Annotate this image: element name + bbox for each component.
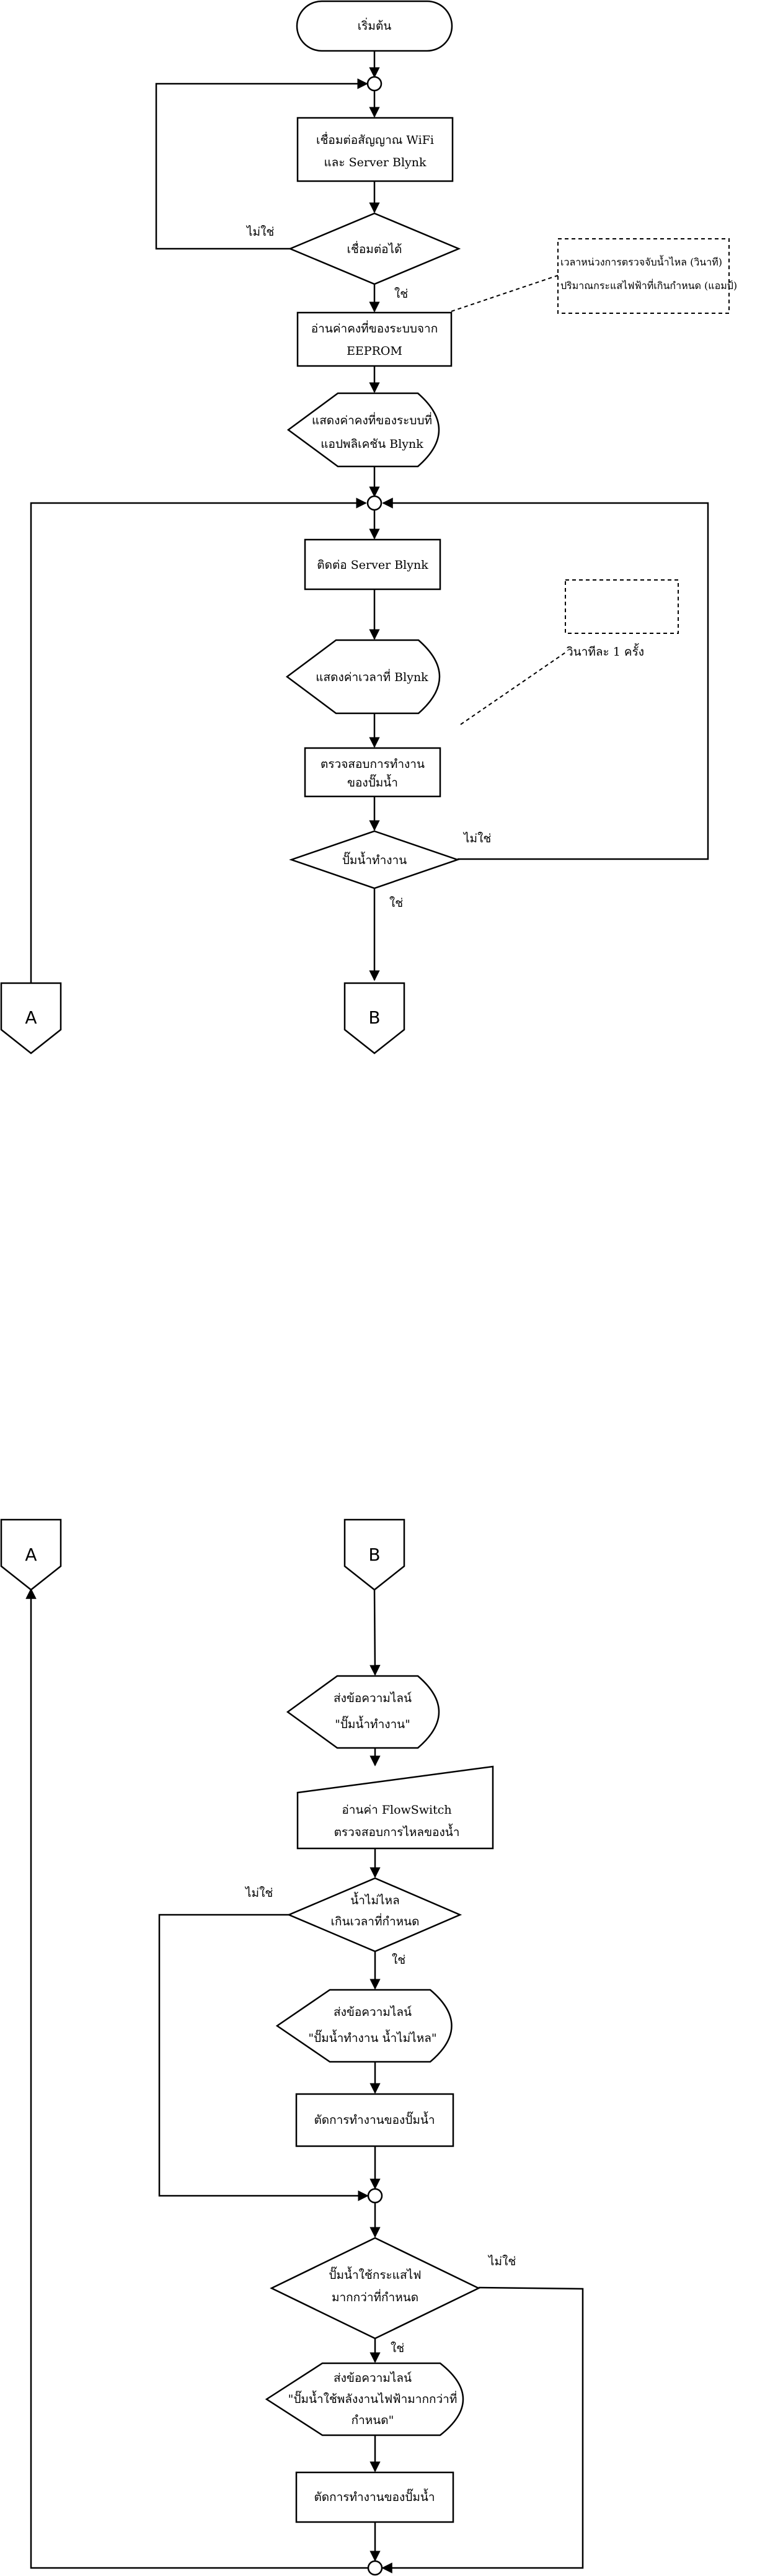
no-flow-yes-label: ใช่	[392, 1953, 405, 1967]
show-time-display	[285, 639, 441, 715]
connector-b-top-label: B	[368, 1007, 380, 1028]
read-flowswitch-input	[296, 1765, 494, 1850]
connector-b-bottom-label: B	[368, 1544, 380, 1565]
send-line-no-flow-label-1: ส่งข้อความไลน์	[334, 2005, 412, 2019]
start-label: เริ่มต้น	[358, 17, 392, 33]
overcurrent-decision	[270, 2237, 480, 2340]
connected-no-label: ไม่ใช่	[245, 225, 274, 239]
read-eeprom-label-1: อ่านค่าคงที่ของระบบจาก	[311, 320, 438, 336]
no-flow-decision-label-1: น้ำไม่ไหล	[350, 1892, 399, 1907]
connector-a-bottom-label: A	[25, 1544, 37, 1565]
check-pump-label-1: ตรวจสอบการทำงาน	[321, 757, 425, 771]
read-flowswitch-label-1: อ่านค่า FlowSwitch	[342, 1803, 451, 1817]
eeprom-note-line-1: เวลาหน่วงการตรวจจับน้ำไหล (วินาที)	[560, 255, 722, 268]
send-line-overcurrent-label-2: "ปั๊มน้ำใช้พลังงานไฟฟ้ามากกว่าที่	[288, 2391, 458, 2406]
edges-page-1	[30, 51, 709, 983]
connector-a-bottom	[0, 1518, 62, 1591]
send-line-overcurrent-label-1: ส่งข้อความไลน์	[334, 2371, 412, 2385]
send-line-no-flow-display	[275, 1989, 453, 2063]
read-flowswitch-label-2: ตรวจสอบการไหลของน้ำ	[334, 1824, 460, 1839]
stop-pump-label-2: ตัดการทำงานของปั๊มน้ำ	[314, 2489, 435, 2504]
send-line-overcurrent-label-3: กำหนด"	[352, 2413, 394, 2427]
pump-running-yes-label: ใช่	[389, 896, 403, 910]
show-time-label: แสดงค่าเวลาที่ Blynk	[316, 669, 428, 684]
eeprom-note-line-2: ปริมาณกระแสไฟฟ้าที่เกินกำหนด (แอมป์)	[560, 279, 737, 292]
read-eeprom-process	[296, 311, 453, 367]
show-constants-label-1: แสดงค่าคงที่ของระบบที่	[312, 412, 432, 427]
no-flow-decision-label-2: เกินเวลาที่กำหนด	[330, 1913, 419, 1928]
connected-decision-label: เชื่อมต่อได้	[347, 241, 402, 256]
merge-point-1	[366, 76, 382, 92]
edges-page-2	[25, 1588, 584, 2574]
merge-point-2	[366, 495, 382, 511]
overcurrent-no-label: ไม่ใช่	[487, 2255, 516, 2268]
connector-a-top	[0, 982, 62, 1054]
send-line-pump-running-display	[286, 1675, 440, 1749]
overcurrent-decision-label-2: มากกว่าที่กำหนด	[332, 2289, 418, 2304]
no-flow-decision	[286, 1877, 462, 1953]
contact-server-label: ติดต่อ Server Blynk	[317, 558, 428, 572]
send-line-no-flow-label-2: "ปั๊มน้ำทำงาน น้ำไม่ไหล"	[308, 2030, 436, 2045]
check-pump-label-2: ของปั๊มน้ำ	[347, 774, 398, 790]
stop-pump-process-2	[295, 2471, 454, 2523]
send-line-overcurrent-display	[265, 2362, 464, 2436]
pump-running-decision	[289, 830, 460, 889]
connector-b-bottom	[343, 1518, 405, 1591]
merge-point-3	[367, 2188, 383, 2204]
connect-wifi-label-1: เชื่อมต่อสัญญาณ WiFi	[316, 131, 434, 147]
check-pump-process	[304, 747, 441, 798]
show-constants-label-2: แอปพลิเคชัน Blynk	[321, 437, 423, 451]
eeprom-note-box	[557, 238, 730, 314]
read-eeprom-label-2: EEPROM	[347, 344, 402, 358]
no-flow-no-label: ไม่ใช่	[244, 1886, 273, 1900]
show-constants-display	[286, 392, 440, 468]
connector-a-top-label: A	[25, 1007, 37, 1028]
connected-decision	[288, 212, 461, 285]
time-note-label: วินาทีละ 1 ครั้ง	[567, 643, 644, 659]
connected-yes-label: ใช่	[394, 287, 408, 301]
overcurrent-yes-label: ใช่	[391, 2342, 404, 2355]
send-line-pump-running-label-2: "ปั๊มน้ำทำงาน"	[335, 1716, 410, 1731]
send-line-pump-running-label-1: ส่งข้อความไลน์	[334, 1691, 412, 1705]
time-note-box	[565, 579, 679, 634]
connector-b-top	[343, 982, 405, 1054]
connect-wifi-label-2: และ Server Blynk	[324, 156, 427, 169]
overcurrent-decision-label-1: ปั๊มน้ำใช้กระแสไฟ	[329, 2266, 421, 2282]
merge-point-4	[367, 2560, 383, 2576]
stop-pump-process-1	[295, 2093, 454, 2147]
start-terminator	[296, 0, 453, 52]
pump-running-no-label: ไม่ใช่	[462, 832, 491, 845]
contact-server-process	[304, 538, 441, 591]
stop-pump-label-1: ตัดการทำงานของปั๊มน้ำ	[314, 2111, 435, 2127]
connect-wifi-process	[296, 117, 454, 182]
pump-running-decision-label: ปั๊มน้ำทำงาน	[342, 852, 407, 867]
